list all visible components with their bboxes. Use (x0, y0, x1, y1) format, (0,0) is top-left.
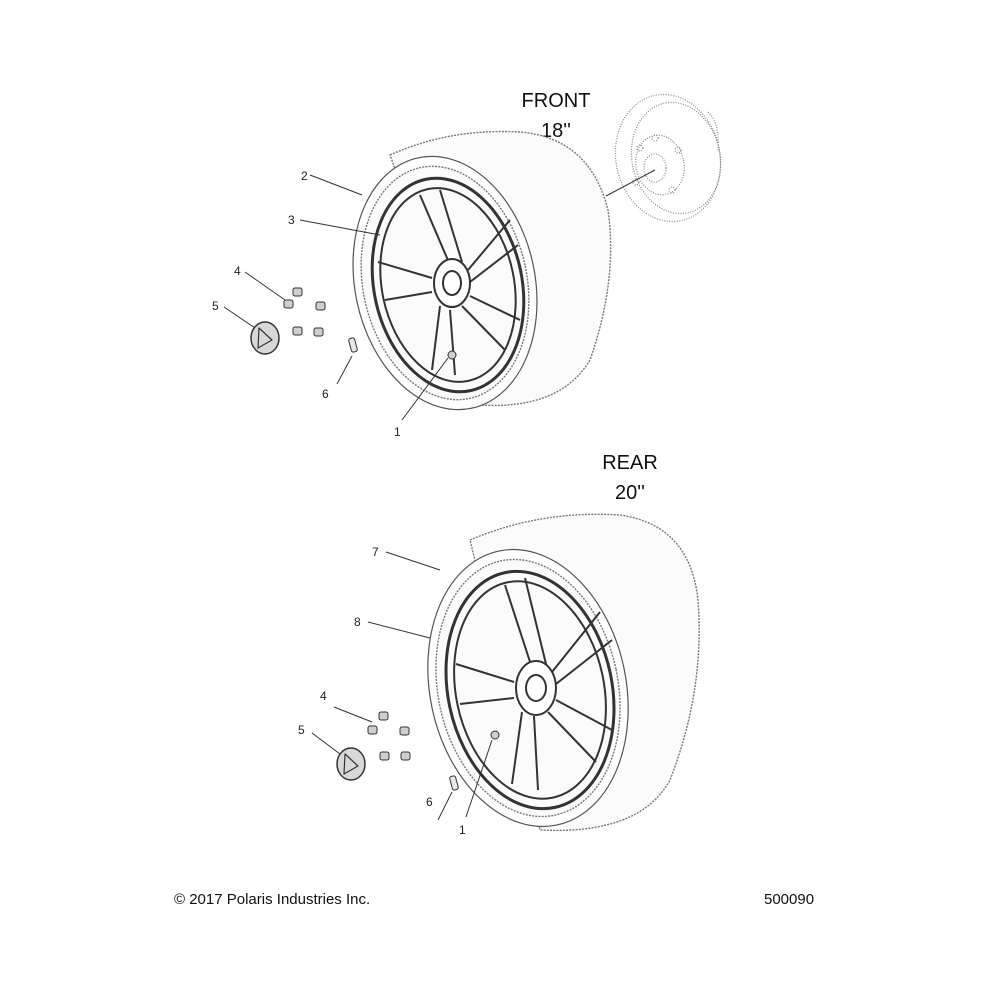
front-callout-tire: 2 (301, 169, 308, 183)
drawing-number: 500090 (764, 891, 815, 908)
rear-callout-wheel: 8 (354, 615, 361, 629)
front-callout-wheel: 3 (288, 213, 295, 227)
brake-rotor-hub (614, 93, 722, 223)
front-wheel-rim (370, 176, 526, 394)
rear-valve-stem (449, 775, 459, 791)
front-callout-valve: 1 (394, 425, 401, 439)
rear-callout-valve-stem: 6 (426, 795, 433, 809)
rear-hub (515, 660, 557, 716)
front-valve-stem (348, 337, 358, 353)
copyright-notice: © 2017 Polaris Industries Inc. (174, 891, 371, 908)
front-wheel-assembly (352, 130, 612, 411)
front-callout-lug-nut: 4 (234, 264, 241, 278)
rear-callout-center-cap: 5 (298, 723, 305, 737)
front-size: 18'' (541, 120, 571, 142)
rear-wheel-rim (444, 569, 616, 811)
rear-title: REAR (602, 452, 658, 474)
rear-size: 20'' (615, 482, 645, 504)
rear-callout-tire: 7 (372, 545, 379, 559)
front-title: FRONT (522, 90, 591, 112)
rear-center-cap (336, 747, 366, 781)
front-callout-center-cap: 5 (212, 299, 219, 313)
rear-lug-nuts (367, 711, 411, 761)
front-hub (433, 258, 471, 308)
rear-callout-valve: 1 (459, 823, 466, 837)
front-center-cap (250, 321, 280, 355)
rear-callout-lug-nut: 4 (320, 689, 327, 703)
front-lug-nuts (283, 287, 326, 337)
front-callout-valve-stem: 6 (322, 387, 329, 401)
rear-wheel-assembly (427, 513, 700, 832)
